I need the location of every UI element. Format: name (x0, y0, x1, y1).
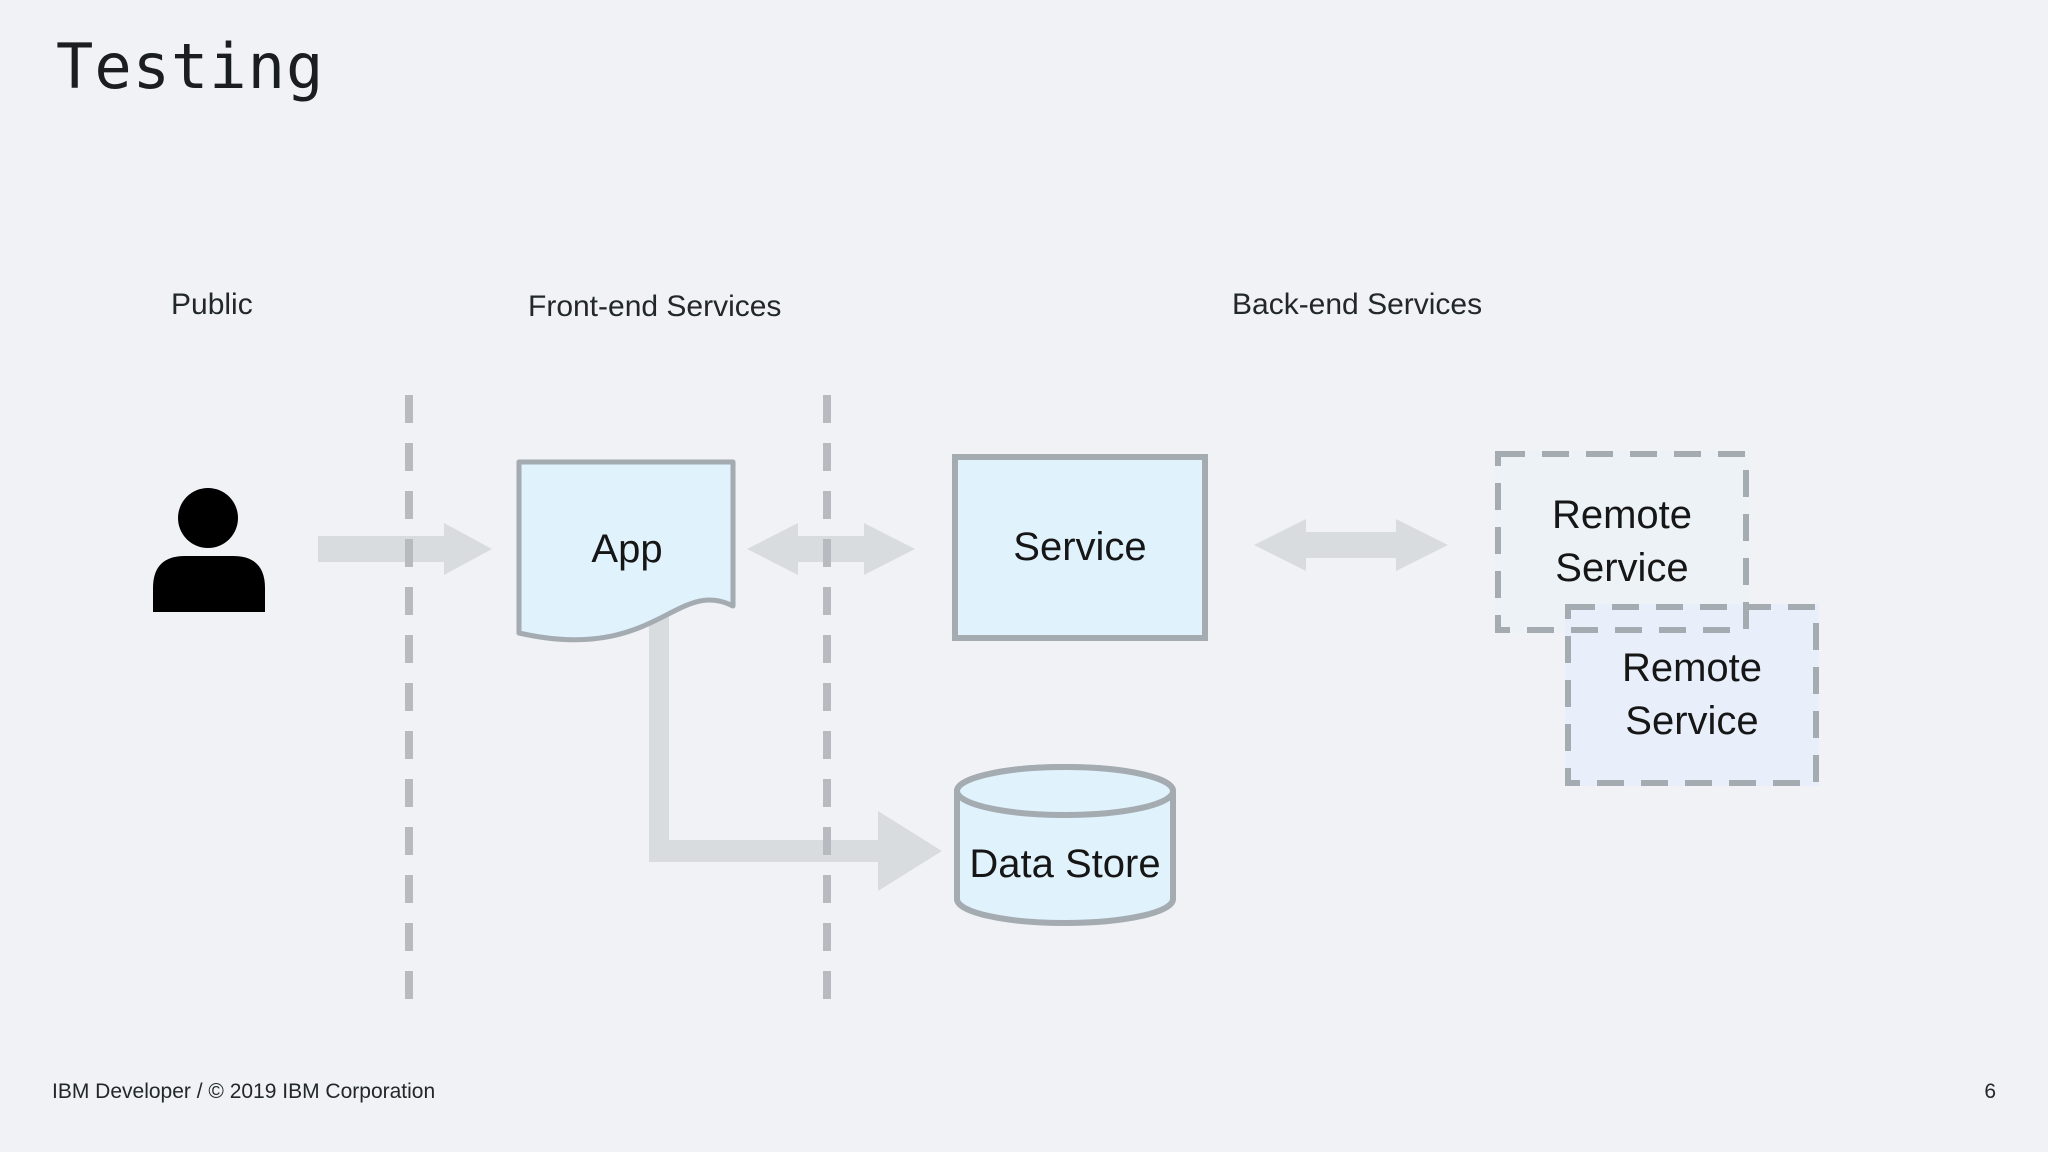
remote-services-group: Remote Service Remote Service (1490, 446, 1830, 796)
node-data-store-label: Data Store (969, 841, 1161, 886)
node-service: Service (952, 454, 1208, 641)
node-remote-service-2-fill (1565, 604, 1819, 786)
node-remote-service-1-label: Remote Service (1551, 493, 1693, 590)
arrow-service-remote-bidirectional (1254, 519, 1448, 571)
node-remote-service-2-label: Remote Service (1621, 646, 1763, 743)
lane-divider-2 (823, 395, 831, 1005)
arrow-app-service-bidirectional (747, 523, 915, 575)
node-remote-service-2: Remote Service (1565, 604, 1819, 786)
lane-label-frontend: Front-end Services (528, 290, 782, 323)
node-data-store: Data Store (948, 760, 1182, 930)
node-service-label: Service (1013, 525, 1147, 570)
node-remote-service-1-fill (1495, 451, 1749, 633)
footer-copyright: IBM Developer / © 2019 IBM Corporation (52, 1080, 436, 1103)
node-app-label: App (591, 526, 663, 571)
person-icon (153, 488, 265, 612)
lane-label-public: Public (171, 288, 253, 321)
dashed-borders (1495, 451, 1819, 786)
node-remote-service-1: Remote Service (1495, 451, 1749, 633)
lane-divider-1 (405, 395, 413, 1005)
node-app: App (516, 459, 738, 651)
page-title: Testing (56, 30, 325, 103)
page-number: 6 (1984, 1080, 1996, 1103)
lane-label-backend: Back-end Services (1232, 288, 1483, 321)
arrow-app-to-datastore-elbow (649, 616, 942, 891)
cylinder-shape (954, 763, 1176, 927)
document-shape (516, 459, 736, 643)
